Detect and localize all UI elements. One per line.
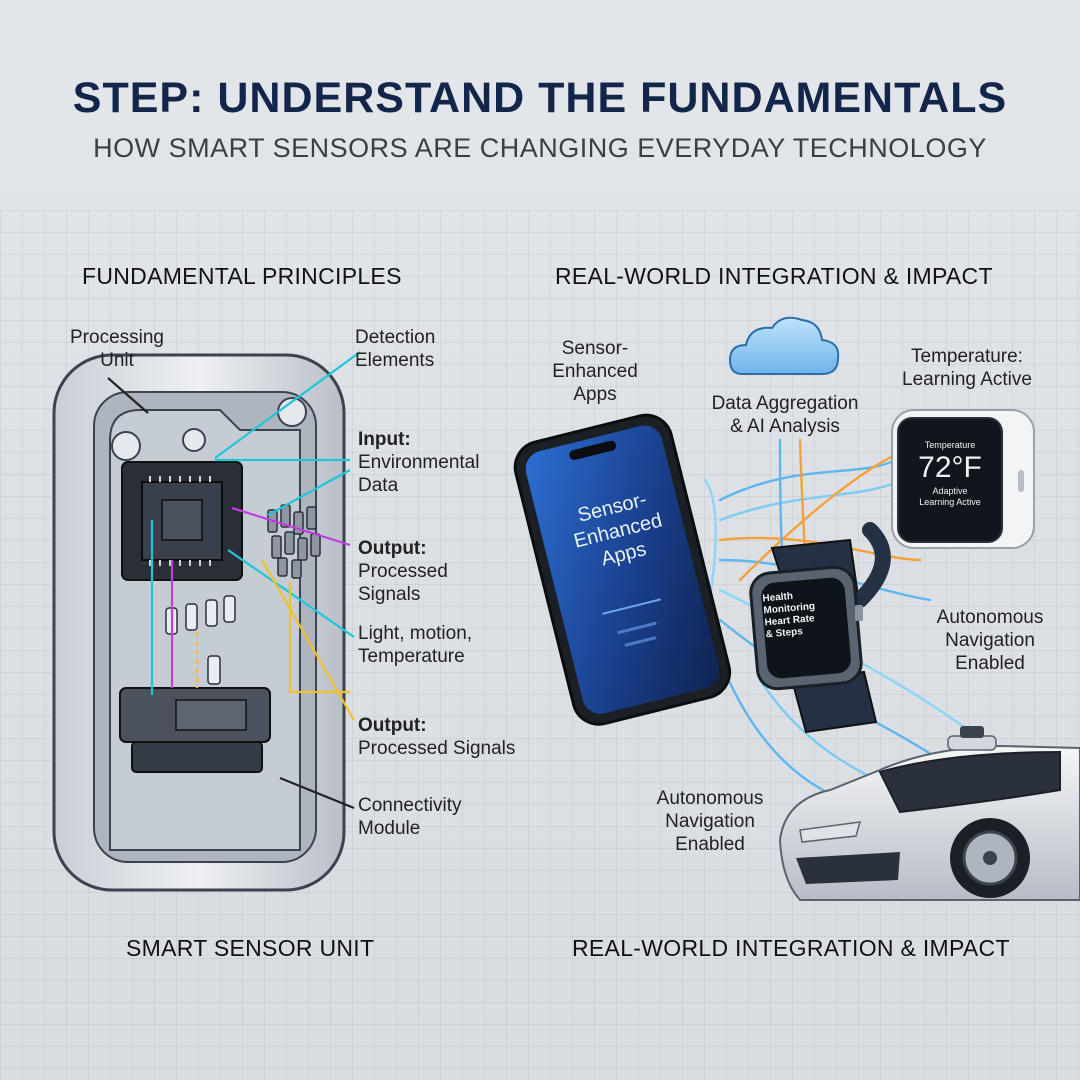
- label-thermostat-learning: Temperature: Learning Active: [902, 346, 1032, 390]
- page-subtitle: HOW SMART SENSORS ARE CHANGING EVERYDAY …: [93, 133, 987, 163]
- left-panel-heading: FUNDAMENTAL PRINCIPLES: [82, 263, 402, 289]
- thermostat-illustration: [891, 409, 1035, 549]
- smartphone-illustration: [513, 413, 732, 726]
- cloud-icon: [728, 316, 840, 375]
- smartwatch-illustration: [749, 522, 891, 734]
- label-autonomous-navigation-right: Autonomous Navigation Enabled: [936, 607, 1044, 674]
- sensor-annotation-lines: [107, 351, 361, 810]
- page-title: STEP: UNDERSTAND THE FUNDAMENTALS: [72, 74, 1008, 122]
- label-data-aggregation: Data Aggregation & AI Analysis: [711, 393, 859, 437]
- label-autonomous-navigation-left: Autonomous Navigation Enabled: [656, 788, 764, 855]
- label-connectivity-module: Connectivity Module: [358, 795, 462, 839]
- watch-screen-text: Health Monitoring Heart Rate & Steps: [762, 590, 816, 641]
- sensor-unit-illustration: [52, 353, 346, 892]
- autonomous-car-illustration: [778, 726, 1080, 901]
- thermostat-screen-top: Temperature: [924, 440, 976, 450]
- left-panel-footer: SMART SENSOR UNIT: [126, 935, 375, 961]
- label-input: Input: Environmental Data: [358, 429, 480, 496]
- label-processing-unit: Processing Unit: [70, 327, 164, 371]
- label-output-processed-signals: Output: Processed Signals: [358, 538, 448, 605]
- label-sensor-enhanced-apps: Sensor- Enhanced Apps: [552, 338, 638, 405]
- thermostat-temperature-value: 72°F: [918, 451, 982, 484]
- label-output-2: Output: Processed Signals: [358, 715, 516, 759]
- label-detection-elements: Detection Elements: [355, 327, 436, 371]
- right-panel-heading: REAL-WORLD INTEGRATION & IMPACT: [555, 263, 993, 289]
- right-panel-footer: REAL-WORLD INTEGRATION & IMPACT: [572, 935, 1010, 961]
- thermostat-screen: Temperature 72°F Adaptive Learning Activ…: [900, 440, 1000, 508]
- label-stimuli: Light, motion, Temperature: [358, 623, 473, 667]
